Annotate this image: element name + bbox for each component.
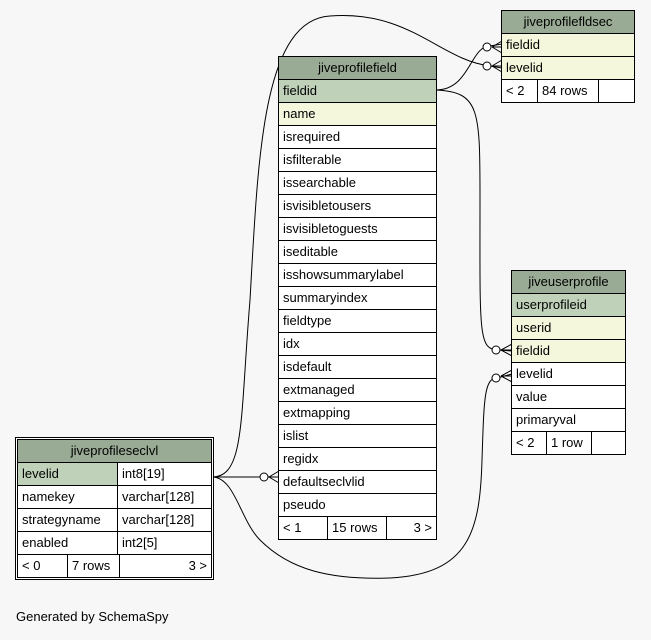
- crowfoot-marker: [500, 343, 513, 357]
- column-name: levelid: [18, 463, 118, 485]
- row-count: 1 row: [547, 432, 592, 454]
- table-jiveprofilefldsec[interactable]: jiveprofilefldsec fieldid levelid < 2 84…: [501, 10, 635, 103]
- row-count: 15 rows: [328, 517, 387, 539]
- parents-count: < 2: [512, 432, 547, 454]
- edge-fldsec-fieldid-to-field: [435, 43, 503, 91]
- column-row: name: [279, 103, 436, 126]
- column-row: levelid: [512, 363, 625, 386]
- parents-count: < 0: [18, 555, 68, 577]
- column-row: issearchable: [279, 172, 436, 195]
- column-row: isvisibletoguests: [279, 218, 436, 241]
- column-row: isrequired: [279, 126, 436, 149]
- column-row: defaultseclvlid: [279, 471, 436, 494]
- cardinality-circle: [259, 472, 269, 482]
- cardinality-circle: [482, 42, 492, 52]
- column-type: varchar[128]: [122, 512, 195, 527]
- column-row: extmanaged: [279, 379, 436, 402]
- column-row: regidx: [279, 448, 436, 471]
- row-count: 84 rows: [538, 80, 599, 102]
- column-type: int2[5]: [122, 535, 158, 550]
- children-count: [599, 80, 634, 102]
- table-jiveprofileseclvl[interactable]: jiveprofileseclvl levelid int8[19] namekey…: [15, 437, 214, 580]
- parents-count: < 1: [279, 517, 328, 539]
- table-footer: < 0 7 rows 3 >: [18, 555, 211, 577]
- edge-userprofile-fieldid-to-field: [435, 89, 513, 352]
- edge-userprofile-levelid-to-seclvl: [211, 373, 513, 579]
- column-row: islist: [279, 425, 436, 448]
- generator-caption: Generated by SchemaSpy: [16, 609, 169, 624]
- column-row: pseudo: [279, 494, 436, 517]
- column-row: isvisibletousers: [279, 195, 436, 218]
- column-row: extmapping: [279, 402, 436, 425]
- crowfoot-marker: [500, 369, 513, 383]
- column-row: fieldid: [502, 34, 634, 57]
- column-row: levelid int8[19]: [18, 463, 211, 486]
- children-count: 3 >: [188, 558, 207, 573]
- column-row: enabled int2[5]: [18, 532, 211, 555]
- cardinality-circle: [491, 373, 501, 383]
- table-header: jiveprofilefldsec: [502, 11, 634, 34]
- table-footer: < 2 1 row: [512, 432, 625, 454]
- parents-count: < 2: [502, 80, 538, 102]
- column-row: strategyname varchar[128]: [18, 509, 211, 532]
- children-count: 3 >: [413, 520, 432, 535]
- column-row: fieldid: [512, 340, 625, 363]
- column-row: userid: [512, 317, 625, 340]
- column-type: varchar[128]: [122, 489, 195, 504]
- column-type: int8[19]: [122, 466, 165, 481]
- column-row: isdefault: [279, 356, 436, 379]
- table-header: jiveuserprofile: [512, 271, 625, 294]
- column-row: fieldtype: [279, 310, 436, 333]
- cardinality-circle: [491, 345, 501, 355]
- table-footer: < 2 84 rows: [502, 80, 634, 102]
- crowfoot-marker: [491, 40, 503, 54]
- table-header: jiveprofileseclvl: [18, 440, 211, 463]
- column-name: namekey: [18, 486, 118, 508]
- cardinality-circle: [482, 61, 492, 71]
- column-row: value: [512, 386, 625, 409]
- column-row: summaryindex: [279, 287, 436, 310]
- edge-fldsec-levelid-to-seclvl: [211, 15, 503, 478]
- children-count: [592, 432, 625, 454]
- crowfoot-marker: [491, 59, 503, 73]
- row-count: 7 rows: [68, 555, 120, 577]
- column-row: userprofileid: [512, 294, 625, 317]
- column-row: idx: [279, 333, 436, 356]
- column-row: isshowsummarylabel: [279, 264, 436, 287]
- column-row: namekey varchar[128]: [18, 486, 211, 509]
- column-row: levelid: [502, 57, 634, 80]
- column-row: primaryval: [512, 409, 625, 432]
- table-footer: < 1 15 rows 3 >: [279, 517, 436, 539]
- column-row: isfilterable: [279, 149, 436, 172]
- column-name: strategyname: [18, 509, 118, 531]
- column-row: iseditable: [279, 241, 436, 264]
- table-header: jiveprofilefield: [279, 57, 436, 80]
- crowfoot-marker: [268, 470, 280, 484]
- column-row: fieldid: [279, 80, 436, 103]
- column-name: enabled: [18, 532, 118, 554]
